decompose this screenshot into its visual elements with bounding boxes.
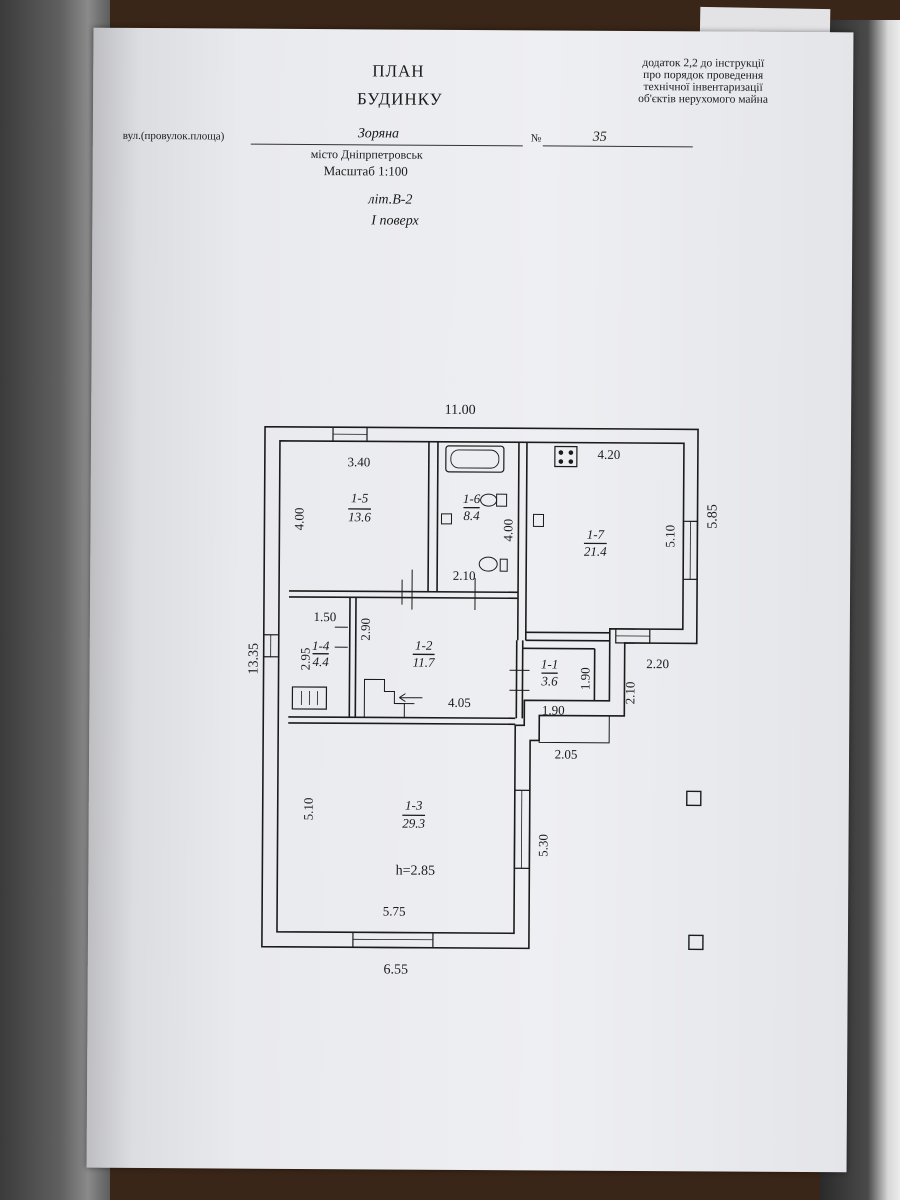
- dim-label: 2.20: [646, 656, 669, 671]
- dim-overall-length: 13.35: [247, 643, 262, 675]
- floor-plan-drawing: 11.00 13.35 5.85 6.55 1-5 13.6 1-6 8.4 1…: [247, 403, 721, 978]
- document-sheet: ПЛАН БУДИНКУ додаток 2,2 до інструкції п…: [86, 27, 854, 1173]
- dim-label: 4.00: [500, 519, 515, 542]
- dim-label: 5.10: [662, 525, 677, 548]
- dim-label: 2.05: [555, 747, 578, 762]
- inner-dimensions: 3.40 4.00 4.00 2.10 4.20 5.10 1.50 2.90 …: [291, 447, 677, 919]
- dim-right-depth: 5.85: [705, 504, 720, 529]
- room-area: 8.4: [463, 508, 480, 523]
- room-area: 21.4: [584, 544, 607, 559]
- room-area: 11.7: [413, 655, 435, 670]
- room-id: 1-6: [463, 491, 481, 506]
- dim-label: 4.00: [291, 508, 306, 531]
- dim-label: 3.40: [347, 454, 370, 469]
- room-area: 4.4: [312, 654, 329, 669]
- dim-label: 2.10: [453, 568, 476, 583]
- plan-walls: [261, 425, 704, 951]
- dim-label: 2.95: [298, 648, 313, 671]
- room-labels: 1-5 13.6 1-6 8.4 1-7 21.4 1-4 4.4 1-2 11…: [312, 490, 607, 831]
- room-area: 3.6: [540, 673, 558, 688]
- dim-label: 4.20: [597, 447, 620, 462]
- room-id: 1-2: [415, 638, 433, 653]
- dim-label: 1.90: [542, 702, 565, 717]
- dim-label: 4.05: [448, 695, 471, 710]
- dim-label: 1.50: [313, 609, 336, 624]
- stove-burners: [558, 450, 574, 464]
- room-id: 1-4: [312, 638, 330, 653]
- dim-overall-width: 11.00: [445, 403, 476, 418]
- dim-label: 5.30: [535, 834, 550, 857]
- room-id: 1-7: [587, 527, 605, 542]
- dim-label: 2.10: [622, 682, 637, 705]
- room-area: 29.3: [402, 816, 425, 831]
- ceiling-height: h=2.85: [396, 864, 435, 879]
- room-area: 13.6: [348, 509, 371, 524]
- room-id: 1-5: [351, 490, 369, 505]
- room-id: 1-1: [541, 656, 558, 671]
- dim-bottom-width: 6.55: [383, 962, 408, 977]
- dim-label: 1.90: [577, 667, 592, 690]
- stair-arrow-icon: [399, 693, 423, 703]
- dim-label: 5.75: [383, 903, 406, 918]
- dim-label: 5.10: [301, 798, 316, 821]
- room-id: 1-3: [405, 798, 423, 813]
- dim-label: 2.90: [358, 618, 373, 641]
